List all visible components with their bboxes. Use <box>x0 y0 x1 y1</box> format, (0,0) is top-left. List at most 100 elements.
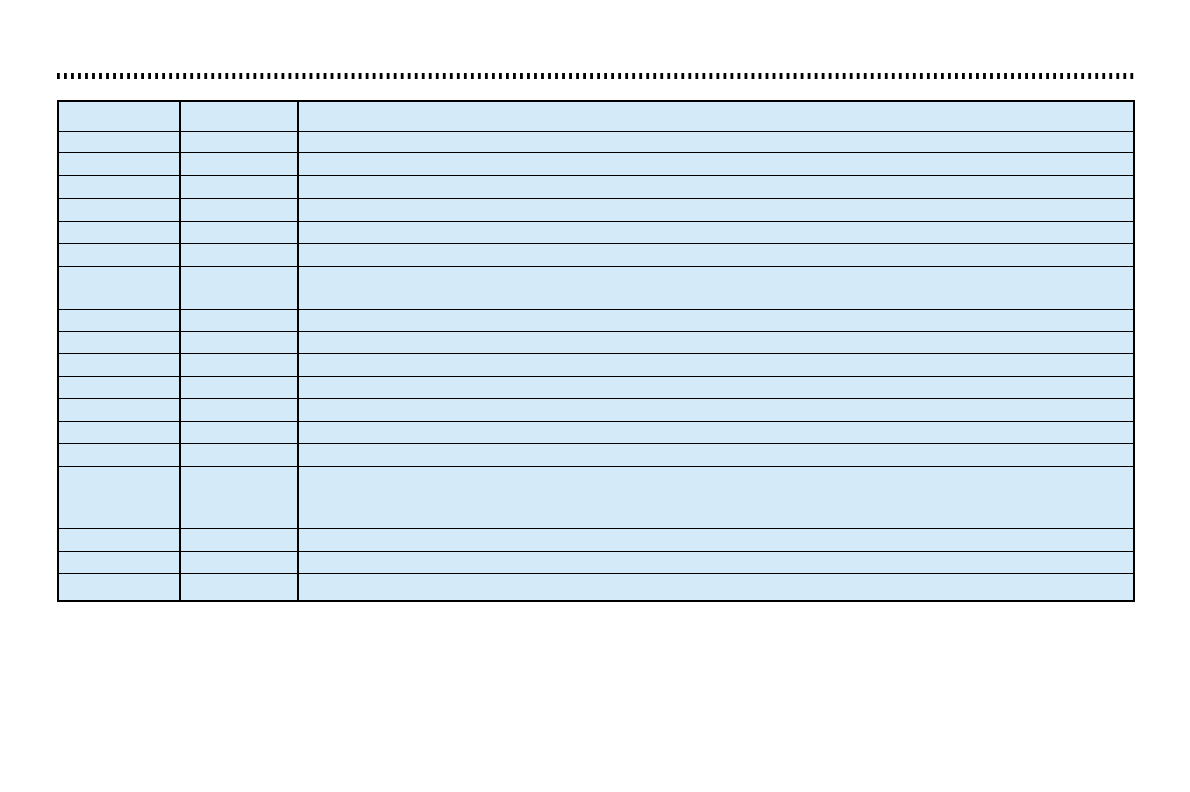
table-cell[interactable] <box>179 420 299 444</box>
table-row <box>57 242 1135 267</box>
table-cell-text <box>185 332 293 333</box>
table-row <box>57 197 1135 222</box>
table-row <box>57 352 1135 377</box>
table-cell[interactable] <box>57 442 181 467</box>
table-cell[interactable] <box>57 465 181 529</box>
table-cell[interactable] <box>297 308 1135 332</box>
table-cell[interactable] <box>57 100 181 132</box>
table-cell[interactable] <box>297 572 1135 602</box>
table-cell[interactable] <box>179 397 299 422</box>
table-cell[interactable] <box>297 130 1135 153</box>
table-cell-text <box>185 467 293 468</box>
table-cell-text <box>185 444 293 445</box>
dotted-divider-line <box>57 73 1135 79</box>
table-row <box>57 550 1135 574</box>
table-cell[interactable] <box>179 465 299 529</box>
table-cell-text <box>63 267 175 268</box>
table-cell[interactable] <box>297 352 1135 377</box>
table-cell[interactable] <box>297 527 1135 552</box>
table-cell[interactable] <box>57 220 181 244</box>
table-cell[interactable] <box>297 550 1135 574</box>
table-cell[interactable] <box>57 397 181 422</box>
table-cell[interactable] <box>179 550 299 574</box>
table-cell[interactable] <box>297 265 1135 310</box>
table-cell[interactable] <box>179 308 299 332</box>
table-cell-text <box>185 153 293 154</box>
table-cell[interactable] <box>57 130 181 153</box>
table-cell-text <box>303 574 1129 575</box>
table-cell-text <box>63 444 175 445</box>
table-cell[interactable] <box>57 151 181 176</box>
table-cell-text <box>303 552 1129 553</box>
table-cell-text <box>185 422 293 423</box>
table-cell[interactable] <box>179 174 299 199</box>
table-cell-text <box>185 244 293 245</box>
table-row <box>57 397 1135 422</box>
table-cell-text <box>303 529 1129 530</box>
table-cell[interactable] <box>179 442 299 467</box>
table-cell[interactable] <box>297 375 1135 399</box>
table-cell-text <box>303 222 1129 223</box>
table-cell[interactable] <box>57 527 181 552</box>
table-cell[interactable] <box>57 330 181 354</box>
table-cell[interactable] <box>57 352 181 377</box>
table-cell[interactable] <box>179 572 299 602</box>
table-cell[interactable] <box>179 100 299 132</box>
table-cell-text <box>63 354 175 355</box>
table-cell[interactable] <box>179 375 299 399</box>
table-cell-text <box>63 574 175 575</box>
table-row <box>57 265 1135 310</box>
table-cell-text <box>63 399 175 400</box>
table-cell-text <box>63 552 175 553</box>
table-cell[interactable] <box>297 220 1135 244</box>
table-cell[interactable] <box>297 100 1135 132</box>
table-cell[interactable] <box>179 151 299 176</box>
table-cell-text <box>63 153 175 154</box>
table-cell[interactable] <box>297 151 1135 176</box>
table-cell[interactable] <box>297 442 1135 467</box>
table-cell[interactable] <box>57 572 181 602</box>
table-cell-text <box>303 422 1129 423</box>
table-cell[interactable] <box>179 527 299 552</box>
table-cell-text <box>63 132 175 133</box>
table-cell[interactable] <box>297 330 1135 354</box>
table-row <box>57 420 1135 444</box>
table-cell-text <box>303 102 1129 103</box>
table-cell[interactable] <box>297 465 1135 529</box>
table-cell[interactable] <box>57 550 181 574</box>
table-cell[interactable] <box>179 220 299 244</box>
table-cell[interactable] <box>57 197 181 222</box>
table-cell-text <box>63 467 175 468</box>
table-cell-text <box>185 310 293 311</box>
table-cell-text <box>185 102 293 103</box>
table-cell[interactable] <box>297 397 1135 422</box>
table-cell-text <box>185 399 293 400</box>
table-cell[interactable] <box>297 242 1135 267</box>
table-cell[interactable] <box>179 130 299 153</box>
table-cell[interactable] <box>57 420 181 444</box>
table-cell[interactable] <box>297 420 1135 444</box>
table-cell[interactable] <box>179 197 299 222</box>
table-cell[interactable] <box>57 265 181 310</box>
table-cell-text <box>63 244 175 245</box>
table-cell[interactable] <box>57 242 181 267</box>
table-cell-text <box>185 529 293 530</box>
table-cell[interactable] <box>179 352 299 377</box>
table-cell-text <box>63 422 175 423</box>
table-cell-text <box>63 176 175 177</box>
table-cell[interactable] <box>179 242 299 267</box>
table-row <box>57 151 1135 176</box>
table-cell[interactable] <box>297 174 1135 199</box>
table-cell-text <box>303 377 1129 378</box>
table-cell-text <box>303 176 1129 177</box>
table-cell[interactable] <box>297 197 1135 222</box>
table-cell[interactable] <box>57 308 181 332</box>
table-cell[interactable] <box>179 265 299 310</box>
table-cell[interactable] <box>57 375 181 399</box>
table-cell-text <box>185 222 293 223</box>
table-row <box>57 220 1135 244</box>
data-table <box>57 100 1135 602</box>
table-cell-text <box>303 310 1129 311</box>
table-cell[interactable] <box>57 174 181 199</box>
table-cell[interactable] <box>179 330 299 354</box>
